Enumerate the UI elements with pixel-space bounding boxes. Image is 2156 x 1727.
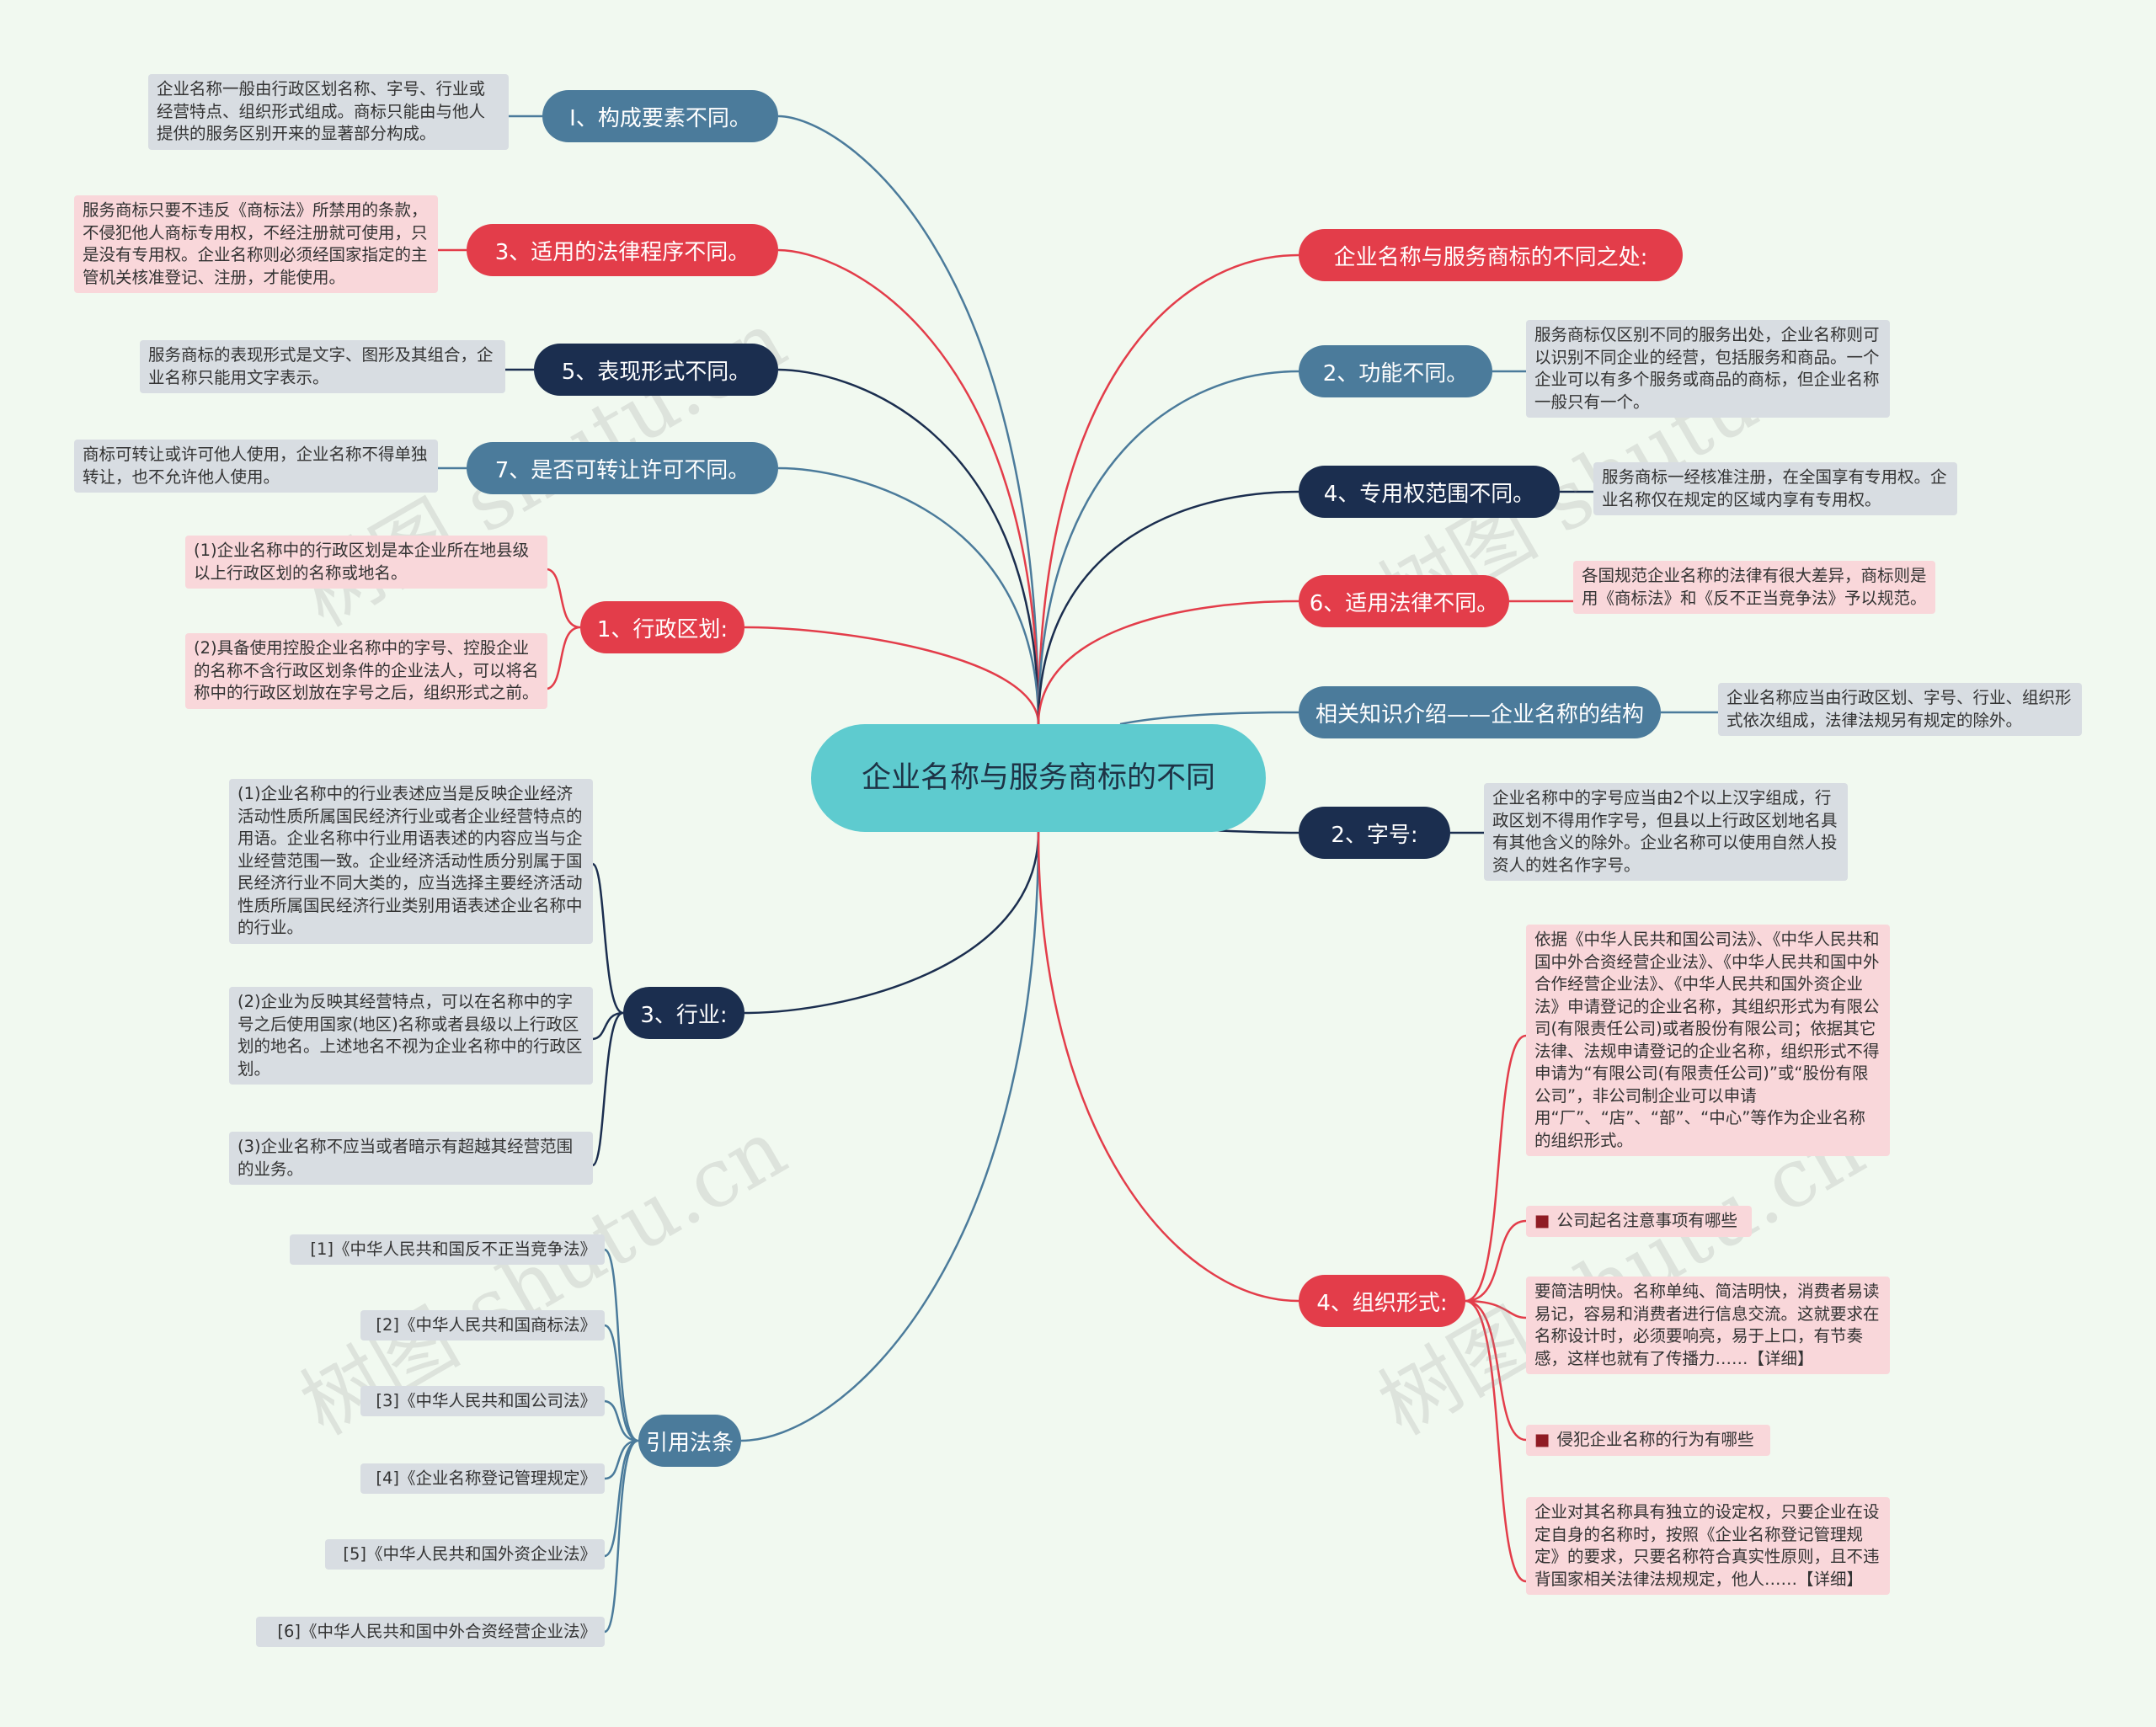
branch-trade-name[interactable]: 2、字号: <box>1299 807 1450 859</box>
leaf-name-structure: 企业名称应当由行政区划、字号、行业、组织形式依次组成，法律法规另有规定的除外。 <box>1718 683 2082 736</box>
branch-legal-procedure[interactable]: 3、适用的法律程序不同。 <box>467 224 778 276</box>
leaf-org-form-2: 要简洁明快。名称单纯、简洁明快，消费者易读易记，容易和消费者进行信息交流。这就要… <box>1526 1277 1890 1374</box>
leaf-admin-region-1: (1)企业名称中的行政区划是本企业所在地县级以上行政区划的名称或地名。 <box>185 536 547 589</box>
branch-transfer[interactable]: 7、是否可转让许可不同。 <box>467 442 778 494</box>
leaf-expression: 服务商标的表现形式是文字、图形及其组合，企业名称只能用文字表示。 <box>140 340 505 393</box>
leaf-industry-1: (1)企业名称中的行业表述应当是反映企业经济活动性质所属国民经济行业或者企业经营… <box>229 779 593 944</box>
law-item-5[interactable]: [5]《中华人民共和国外资企业法》 <box>325 1539 605 1570</box>
branch-label: 相关知识介绍——企业名称的结构 <box>1315 701 1644 728</box>
link-org <box>1037 831 1299 1303</box>
bracket-org <box>1465 1034 1527 1583</box>
law-item-3[interactable]: [3]《中华人民共和国公司法》 <box>360 1386 605 1416</box>
link-b2 <box>1037 370 1299 725</box>
branch-industry[interactable]: 3、行业: <box>623 987 744 1039</box>
branch-label: 5、表现形式不同。 <box>561 359 751 385</box>
branch-label: 4、专用权范围不同。 <box>1323 481 1535 507</box>
link-structure <box>1119 711 1299 726</box>
law-item-2[interactable]: [2]《中华人民共和国商标法》 <box>360 1310 605 1341</box>
link-label: 公司起名注意事项有哪些 <box>1556 1211 1737 1230</box>
branch-differences-title[interactable]: 企业名称与服务商标的不同之处: <box>1299 229 1683 281</box>
branch-exclusive-scope[interactable]: 4、专用权范围不同。 <box>1299 466 1560 518</box>
branch-label: 引用法条 <box>645 1430 734 1456</box>
leaf-industry-3: (3)企业名称不应当或者暗示有超越其经营范围的业务。 <box>229 1132 593 1185</box>
branch-org-form[interactable]: 4、组织形式: <box>1299 1275 1465 1327</box>
branch-label: 企业名称与服务商标的不同之处: <box>1333 244 1648 270</box>
link-admin <box>744 626 1040 725</box>
branch-label: 2、字号: <box>1331 822 1418 848</box>
leaf-transfer: 商标可转让或许可他人使用，企业名称不得单独转让，也不允许他人使用。 <box>74 440 438 493</box>
leaf-trade-name: 企业名称中的字号应当由2个以上汉字组成，行政区划不得用作字号，但县以上行政区划地… <box>1484 783 1848 881</box>
branch-composition[interactable]: I、构成要素不同。 <box>542 90 778 142</box>
link-b1 <box>777 115 1040 725</box>
link-industry <box>744 831 1040 1015</box>
link-infringement[interactable]: ■ 侵犯企业名称的行为有哪些 <box>1526 1425 1770 1456</box>
branch-label: 2、功能不同。 <box>1322 360 1469 386</box>
branch-cited-laws[interactable]: 引用法条 <box>638 1415 741 1467</box>
bracket-laws <box>604 1248 639 1634</box>
leaf-admin-region-2: (2)具备使用控股企业名称中的字号、控股企业的名称不含行政区划条件的企业法人，可… <box>185 633 547 709</box>
branch-applicable-law[interactable]: 6、适用法律不同。 <box>1299 575 1509 627</box>
branch-label: I、构成要素不同。 <box>569 105 751 131</box>
branch-name-structure[interactable]: 相关知识介绍——企业名称的结构 <box>1299 686 1661 738</box>
law-item-1[interactable]: [1]《中华人民共和国反不正当竞争法》 <box>290 1234 605 1265</box>
link-b7 <box>777 466 1040 725</box>
link-zihao <box>1212 829 1299 834</box>
leaf-industry-2: (2)企业为反映其经营特点，可以在名称中的字号之后使用国家(地区)名称或者县级以… <box>229 987 593 1085</box>
link-b3 <box>777 248 1040 725</box>
leaf-org-form-1: 依据《中华人民共和国公司法》、《中华人民共和国中外合资经营企业法》、《中华人民共… <box>1526 925 1890 1156</box>
branch-label: 6、适用法律不同。 <box>1309 590 1499 616</box>
law-item-6[interactable]: [6]《中华人民共和国中外合资经营企业法》 <box>256 1617 605 1647</box>
bullet-icon: ■ <box>1534 1430 1550 1449</box>
branch-label: 7、是否可转让许可不同。 <box>494 457 750 483</box>
branch-admin-region[interactable]: 1、行政区划: <box>580 601 744 653</box>
bullet-icon: ■ <box>1534 1211 1550 1230</box>
branch-expression[interactable]: 5、表现形式不同。 <box>534 344 778 396</box>
branch-label: 1、行政区划: <box>596 616 728 642</box>
link-label: 侵犯企业名称的行为有哪些 <box>1556 1430 1754 1449</box>
center-topic[interactable]: 企业名称与服务商标的不同 <box>811 724 1266 832</box>
leaf-applicable-law: 各国规范企业名称的法律有很大差异，商标则是用《商标法》和《反不正当竞争法》予以规… <box>1573 561 1935 614</box>
leaf-exclusive-scope: 服务商标一经核准注册，在全国享有专用权。企业名称仅在规定的区域内享有专用权。 <box>1593 462 1957 515</box>
link-laws <box>740 831 1040 1442</box>
leaf-function: 服务商标仅区别不同的服务出处，企业名称则可以识别不同企业的经营，包括服务和商品。… <box>1526 320 1890 418</box>
link-b5 <box>777 368 1040 725</box>
leaf-composition: 企业名称一般由行政区划名称、字号、行业或经营特点、组织形式组成。商标只能由与他人… <box>148 74 509 150</box>
branch-function[interactable]: 2、功能不同。 <box>1299 345 1492 397</box>
leaf-org-form-3: 企业对其名称具有独立的设定权，只要企业在设定自身的名称时，按照《企业名称登记管理… <box>1526 1497 1890 1595</box>
bracket-admin <box>547 568 581 690</box>
bracket-industry <box>592 862 624 1167</box>
link-title <box>1037 253 1299 725</box>
link-b4 <box>1037 490 1299 725</box>
branch-label: 4、组织形式: <box>1316 1290 1448 1316</box>
branch-label: 3、适用的法律程序不同。 <box>494 239 750 265</box>
center-topic-label: 企业名称与服务商标的不同 <box>862 761 1216 795</box>
link-naming-tips[interactable]: ■ 公司起名注意事项有哪些 <box>1526 1206 1752 1237</box>
link-b6 <box>1037 600 1299 725</box>
branch-label: 3、行业: <box>640 1002 728 1028</box>
leaf-legal-procedure: 服务商标只要不违反《商标法》所禁用的条款，不侵犯他人商标专用权，不经注册就可使用… <box>74 195 438 293</box>
law-item-4[interactable]: [4]《企业名称登记管理规定》 <box>360 1463 605 1494</box>
